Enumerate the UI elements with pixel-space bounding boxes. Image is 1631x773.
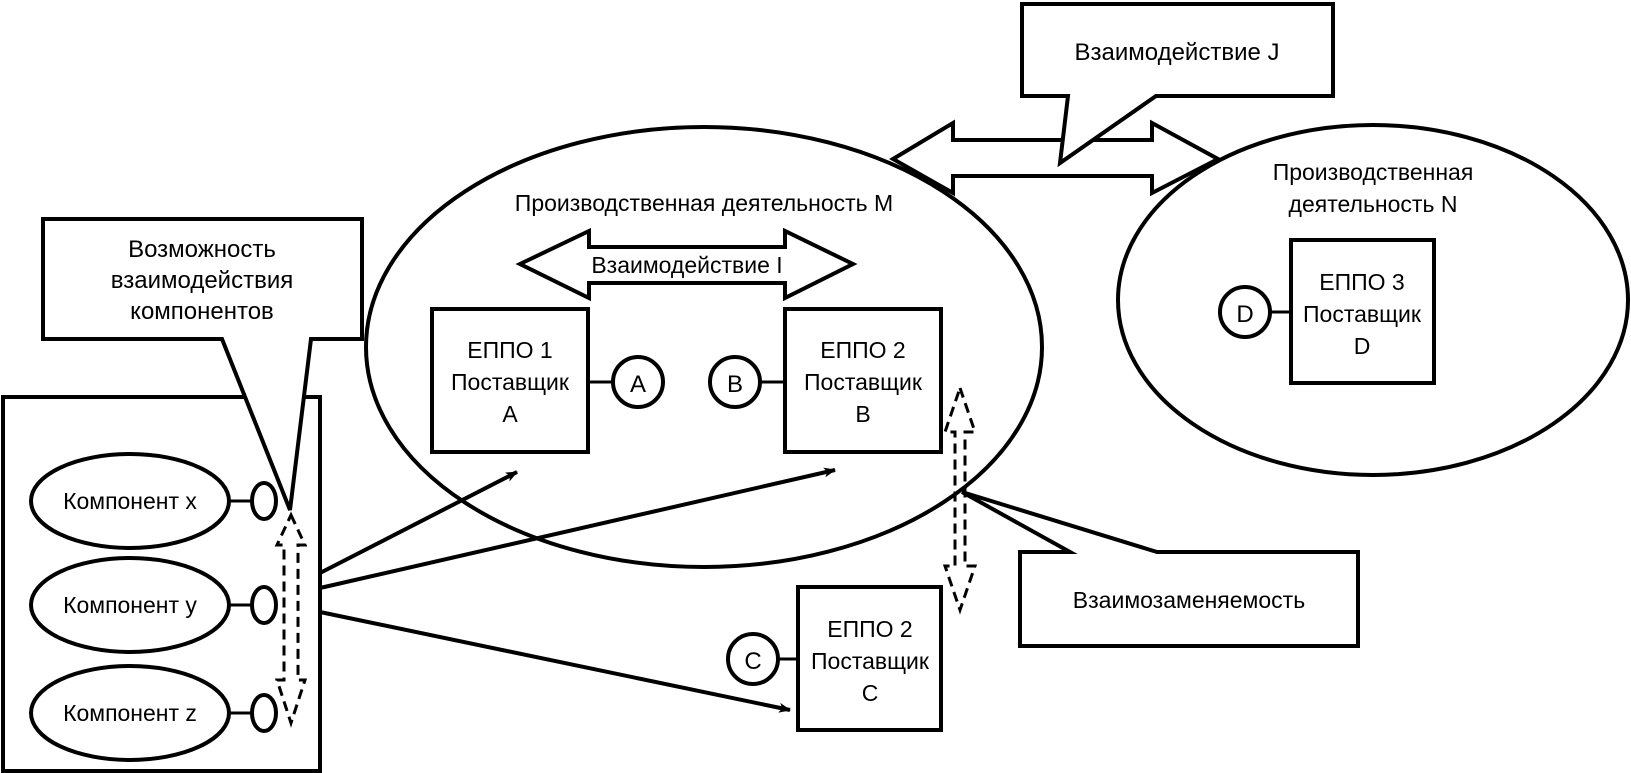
component-interop-line-2: взаимодействия [111,267,293,294]
activity-m-ellipse [364,125,1044,569]
activity-n-title-2: деятельность N [1289,191,1458,217]
svg-text:C: C [744,648,761,675]
svg-text:Компонент y: Компонент y [63,592,197,618]
activity-n-title-1: Производственная [1273,159,1474,185]
component-z: Компонент z [29,664,278,762]
svg-text:Поставщик: Поставщик [804,369,923,395]
interaction-i-arrow [515,227,858,302]
eppo-3-box-d: ЕППО 3 Поставщик D [1289,238,1436,385]
eppo-2-box-c: ЕППО 2 Поставщик C [796,585,943,732]
interaction-j-callout [1020,2,1335,168]
interaction-j-label: Взаимодействие J [1074,39,1279,66]
svg-text:B: B [855,401,870,427]
svg-text:Компонент z: Компонент z [63,700,197,726]
port-a: A [611,355,665,409]
svg-text:Поставщик: Поставщик [811,648,930,674]
svg-text:D: D [1236,301,1253,328]
interchangeability-callout [961,490,1360,648]
eppo-2-box-b: ЕППО 2 Поставщик B [783,307,943,454]
port-d: D [1218,285,1272,339]
arrow-to-eppo-2-b [319,467,836,590]
component-interop-line-1: Возможность [128,236,276,263]
component-interop-line-3: компонентов [130,298,274,325]
svg-text:B: B [727,371,743,398]
svg-text:Компонент x: Компонент x [63,488,197,514]
svg-text:ЕППО 1: ЕППО 1 [467,337,552,363]
component-interop-callout [41,217,364,511]
component-interop-dashed-arrow [274,511,308,728]
interaction-i-label: Взаимодействие I [591,252,782,278]
activity-n-ellipse [1116,123,1630,477]
eppo-1-box: ЕППО 1 Поставщик A [430,307,590,454]
svg-text:A: A [502,401,518,427]
svg-text:ЕППО 3: ЕППО 3 [1319,269,1404,295]
svg-text:Поставщик: Поставщик [451,369,570,395]
interchangeability-label: Взаимозаменяемость [1073,587,1305,613]
component-x: Компонент x [29,452,278,550]
svg-text:ЕППО 2: ЕППО 2 [827,616,912,642]
port-b: B [708,355,762,409]
activity-m-title: Производственная деятельность M [515,190,893,216]
arrow-to-eppo-1 [319,470,518,575]
svg-text:A: A [630,371,646,398]
port-c: C [726,632,780,686]
component-y: Компонент y [29,556,278,654]
interchangeability-dashed-arrow [942,383,978,615]
svg-text:ЕППО 2: ЕППО 2 [820,337,905,363]
svg-text:C: C [862,680,879,706]
svg-text:Поставщик: Поставщик [1303,301,1422,327]
svg-text:D: D [1354,333,1371,359]
interaction-j-arrow [889,119,1223,197]
arrow-to-eppo-2-c [319,610,791,713]
